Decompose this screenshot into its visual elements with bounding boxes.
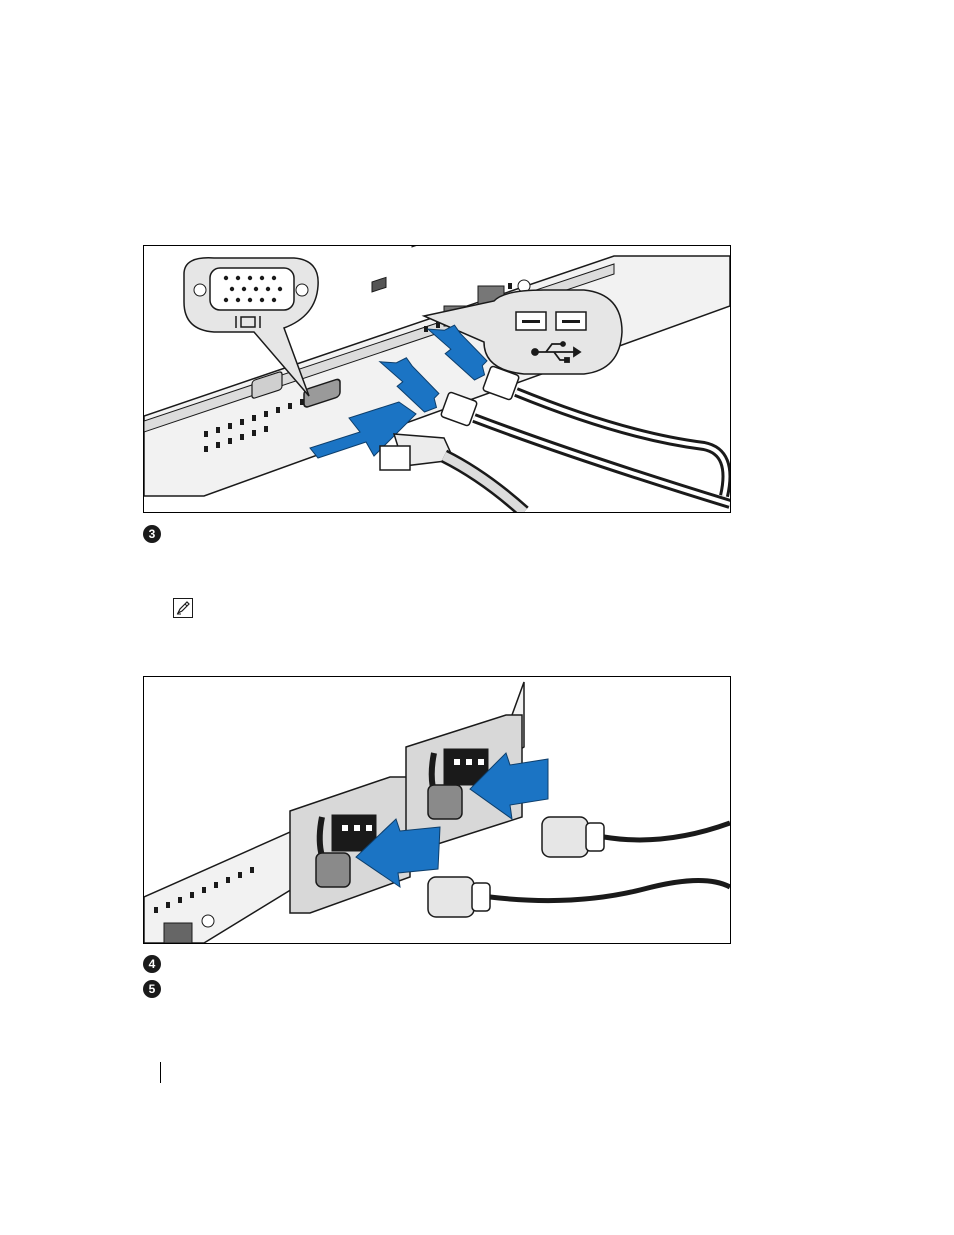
step-number-3: 3	[143, 525, 161, 543]
illustration-power-supplies	[144, 677, 730, 943]
step-number-4: 4	[143, 955, 161, 973]
power-cord-2	[542, 817, 730, 857]
note-pencil-icon	[173, 598, 193, 618]
usb-port-upper	[412, 246, 426, 247]
vga-cable	[380, 434, 524, 512]
figure-connect-power	[143, 676, 731, 944]
illustration-rear-panel-vga-usb	[144, 246, 730, 512]
power-cord-1	[428, 877, 730, 917]
figure-connect-monitor-usb	[143, 245, 731, 513]
power-cable-clip-2	[428, 785, 462, 819]
usb-port-lower	[372, 277, 386, 292]
step-number-5: 5	[143, 980, 161, 998]
vga-callout	[184, 258, 318, 396]
power-cable-clip-1	[316, 853, 350, 887]
page-margin-rule	[160, 1062, 161, 1083]
